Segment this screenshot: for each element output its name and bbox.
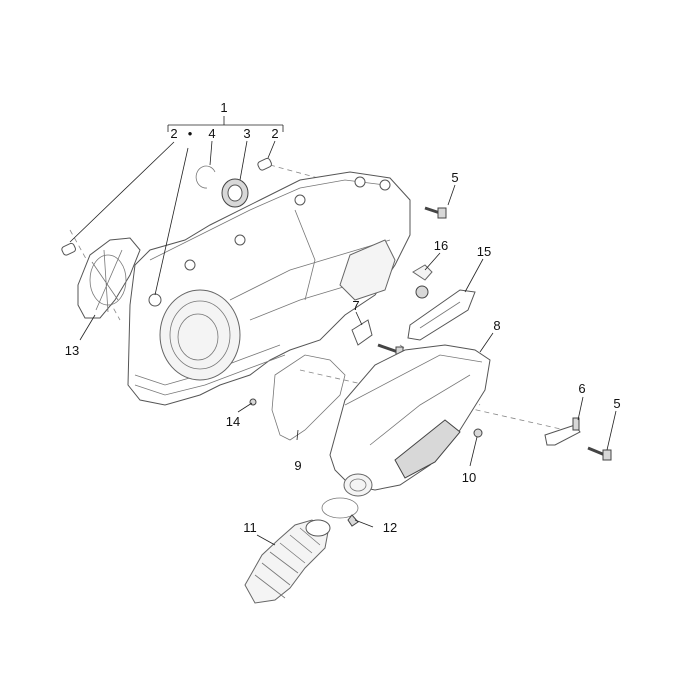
callout-2-left: 2 <box>170 126 177 141</box>
screw-right <box>473 428 483 438</box>
crankcase-cover <box>127 171 411 406</box>
callout-16: 16 <box>434 238 448 253</box>
bracket <box>351 319 373 346</box>
cover-plate <box>77 237 141 319</box>
intake-bellows <box>244 519 331 604</box>
dowel-pin-right <box>257 157 272 171</box>
callout-15: 15 <box>477 244 491 259</box>
bearing <box>221 178 249 208</box>
callout-10: 10 <box>462 470 476 485</box>
callout-14: 14 <box>226 414 240 429</box>
air-filter-housing <box>329 344 491 497</box>
bolt-right <box>587 446 612 461</box>
callout-8: 8 <box>493 318 500 333</box>
circlip <box>195 165 216 189</box>
emblem-badge <box>407 289 476 341</box>
callout-11: 11 <box>243 520 257 535</box>
callout-6: 6 <box>578 381 585 396</box>
hose-clip-bracket <box>544 417 581 446</box>
callout-labels: 1 2 • 4 3 2 5 16 15 7 8 13 6 5 14 9 10 1… <box>65 100 621 535</box>
callout-4: 4 <box>208 126 215 141</box>
callout-5-top: 5 <box>451 170 458 185</box>
leader-lines <box>69 116 617 546</box>
gasket <box>271 354 346 441</box>
callout-5-right: 5 <box>613 396 620 411</box>
callout-12: 12 <box>383 520 397 535</box>
bolt-top <box>424 206 447 219</box>
callout-1: 1 <box>220 100 227 115</box>
callout-13: 13 <box>65 343 79 358</box>
dowel-pin-left <box>61 242 76 256</box>
assembly-dot-marker: • <box>188 126 193 141</box>
callout-9: 9 <box>294 458 301 473</box>
rubber-mount <box>412 264 433 299</box>
callout-7: 7 <box>352 298 359 313</box>
callout-3: 3 <box>243 126 250 141</box>
hose-clamp <box>321 497 359 527</box>
callout-2-right: 2 <box>271 126 278 141</box>
